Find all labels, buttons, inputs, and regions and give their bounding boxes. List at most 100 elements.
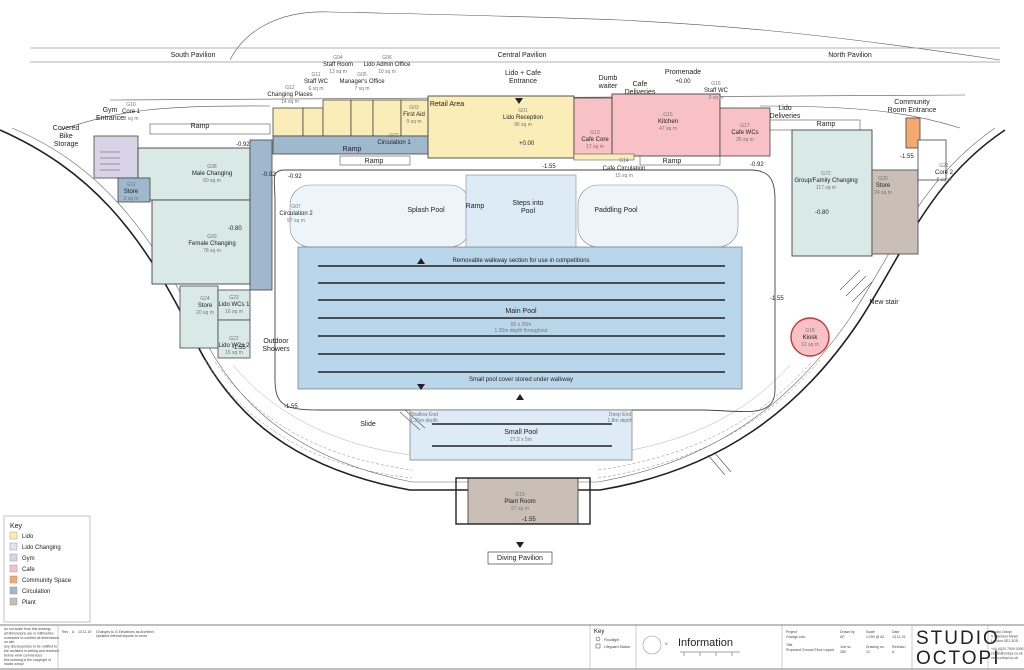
g24-name: Store — [198, 303, 213, 309]
ramps — [100, 119, 873, 476]
g04-code: G04 — [333, 55, 343, 61]
room-g07-circulation-2 — [249, 139, 273, 291]
steps-label-1: Steps into — [512, 200, 543, 207]
plant-room-frame — [455, 477, 591, 525]
drawn-label: Drawn by — [840, 630, 855, 634]
g10-code: G10 — [126, 102, 136, 108]
note-line-3: contractor to confirm all dimensions — [4, 636, 59, 640]
rev-letter: A — [72, 630, 75, 634]
g14-area: 15 sq m — [615, 173, 633, 179]
key-label-2: Lido Changing — [22, 545, 61, 551]
title-label: Title — [786, 643, 793, 647]
g01-name: Lido Reception — [503, 115, 543, 121]
contact-line-3: www.octopi.co.uk — [991, 656, 1018, 660]
g07-area: 57 sq m — [287, 218, 305, 224]
level-10: -0.80 — [815, 210, 829, 216]
address-line-1: Studio Octopi — [991, 630, 1012, 634]
steps-into-pool — [465, 174, 577, 251]
level-1: -0.92 — [236, 142, 250, 148]
ramp-label-3: Ramp — [343, 146, 362, 153]
deep-end-1: Deep End — [609, 412, 631, 418]
g23-name: Lido WCs 1 — [218, 302, 250, 308]
address-line-3: London SE1 3GS — [991, 639, 1019, 643]
north-pavilion-label: North Pavilion — [828, 52, 872, 59]
slide-label: Slide — [360, 421, 376, 428]
level-5: -1.55 — [542, 164, 556, 170]
key-swatch-6 — [9, 586, 18, 595]
key-label-5: Community Space — [22, 578, 72, 584]
entrance-labels: Lido + Cafe Entrance Gym Entrance Commun… — [53, 69, 937, 148]
g08-code: G08 — [207, 164, 217, 170]
room-g20-store — [871, 169, 919, 255]
address-line-2: 5 Hatchers Mews — [991, 635, 1018, 639]
pool-deck-outline — [273, 169, 776, 413]
note-line-6: the architect in writing and resolved — [4, 649, 59, 653]
key-swatch-1 — [9, 531, 18, 540]
cover-label: Small pool cover stored under walkway — [469, 377, 573, 383]
bike-storage-label-1: Covered — [53, 125, 80, 132]
g11-code: G11 — [311, 72, 320, 78]
promenade-label: Promenade — [665, 69, 701, 76]
ramp-label-5: Ramp — [817, 121, 836, 128]
community-entrance-label-2: Room Entrance — [888, 107, 937, 114]
g09-area: 78 sq m — [203, 248, 221, 254]
g09-name: Female Changing — [188, 241, 235, 247]
level-6: -1.55 — [770, 296, 784, 302]
small-pool-label: Small Pool — [504, 429, 538, 436]
room-g22-lido-wcs2 — [217, 319, 251, 359]
g06-name: Lido Admin Office — [364, 62, 412, 68]
g03-code: G03 — [409, 105, 419, 111]
g18-code: G18 — [805, 328, 815, 334]
level-11: -1.55 — [522, 517, 536, 523]
key-label-6: Circulation — [22, 589, 50, 595]
dumb-waiter-label-2: waiter — [598, 83, 618, 90]
g20-area: 24 sq m — [874, 190, 892, 196]
g17-code: G17 — [740, 123, 750, 129]
g15-code: G15 — [663, 112, 673, 118]
ramp-label-1: Ramp — [191, 123, 210, 130]
room-g72-group-changing — [791, 129, 873, 257]
cafe-deliveries-label-1: Cafe — [633, 81, 648, 88]
g09-code: G09 — [207, 234, 217, 240]
level-8: -1.55 — [232, 345, 246, 351]
rev-date: 13.11.19 — [78, 630, 91, 634]
small-pool-dim: 27.5 x 5m — [510, 437, 532, 443]
g05-name: Manager's Office — [339, 79, 385, 85]
lido-deliveries-label-1: Lido — [778, 105, 791, 112]
diving-pavilion-label: Diving Pavilion — [497, 555, 543, 562]
splash-pool — [289, 184, 471, 248]
small-pool-lanes — [432, 423, 612, 447]
date-value: 13.11.19 — [892, 635, 905, 639]
g72-name: Group/Family Changing — [794, 178, 857, 184]
g10-area: 8 sq m — [123, 116, 138, 122]
rev-label: Rev — [62, 630, 68, 634]
gym-entrance-label-1: Gym — [103, 107, 118, 114]
g05-area: 7 sq m — [354, 86, 369, 92]
splash-pool-label: Splash Pool — [407, 207, 445, 214]
central-pavilion-label: Central Pavilion — [497, 52, 546, 59]
key-swatch-7 — [9, 597, 18, 606]
pool-labels: Splash Pool Paddling Pool Ramp Steps int… — [360, 200, 638, 443]
drawn-value: AP — [840, 635, 845, 639]
level-12: -1.55 — [900, 154, 914, 160]
gym-entrance-label-2: Entrance — [96, 115, 124, 122]
paddling-pool-label: Paddling Pool — [594, 207, 638, 214]
room-g11-store — [117, 177, 151, 203]
g20-name: Store — [876, 183, 891, 189]
title-value: Proposed Ground Floor Layout — [786, 648, 834, 652]
key-swatch-4 — [9, 564, 18, 573]
contact-line-2: studio@octopi.co.uk — [991, 652, 1023, 656]
project-label: Project — [786, 630, 797, 634]
community-entrance-label-1: Community — [894, 99, 930, 106]
revision-value: A — [892, 650, 895, 654]
room-g11-staff-wc — [302, 107, 324, 137]
key-label-4: Cafe — [22, 567, 35, 573]
bike-storage-label-3: Storage — [54, 141, 79, 148]
g22-area: 15 sq m — [225, 350, 243, 356]
room-g15-kitchen — [611, 93, 721, 157]
room-g03-first-aid — [400, 99, 429, 137]
g22-code: G22 — [229, 336, 239, 342]
room-g24-store — [179, 285, 219, 349]
